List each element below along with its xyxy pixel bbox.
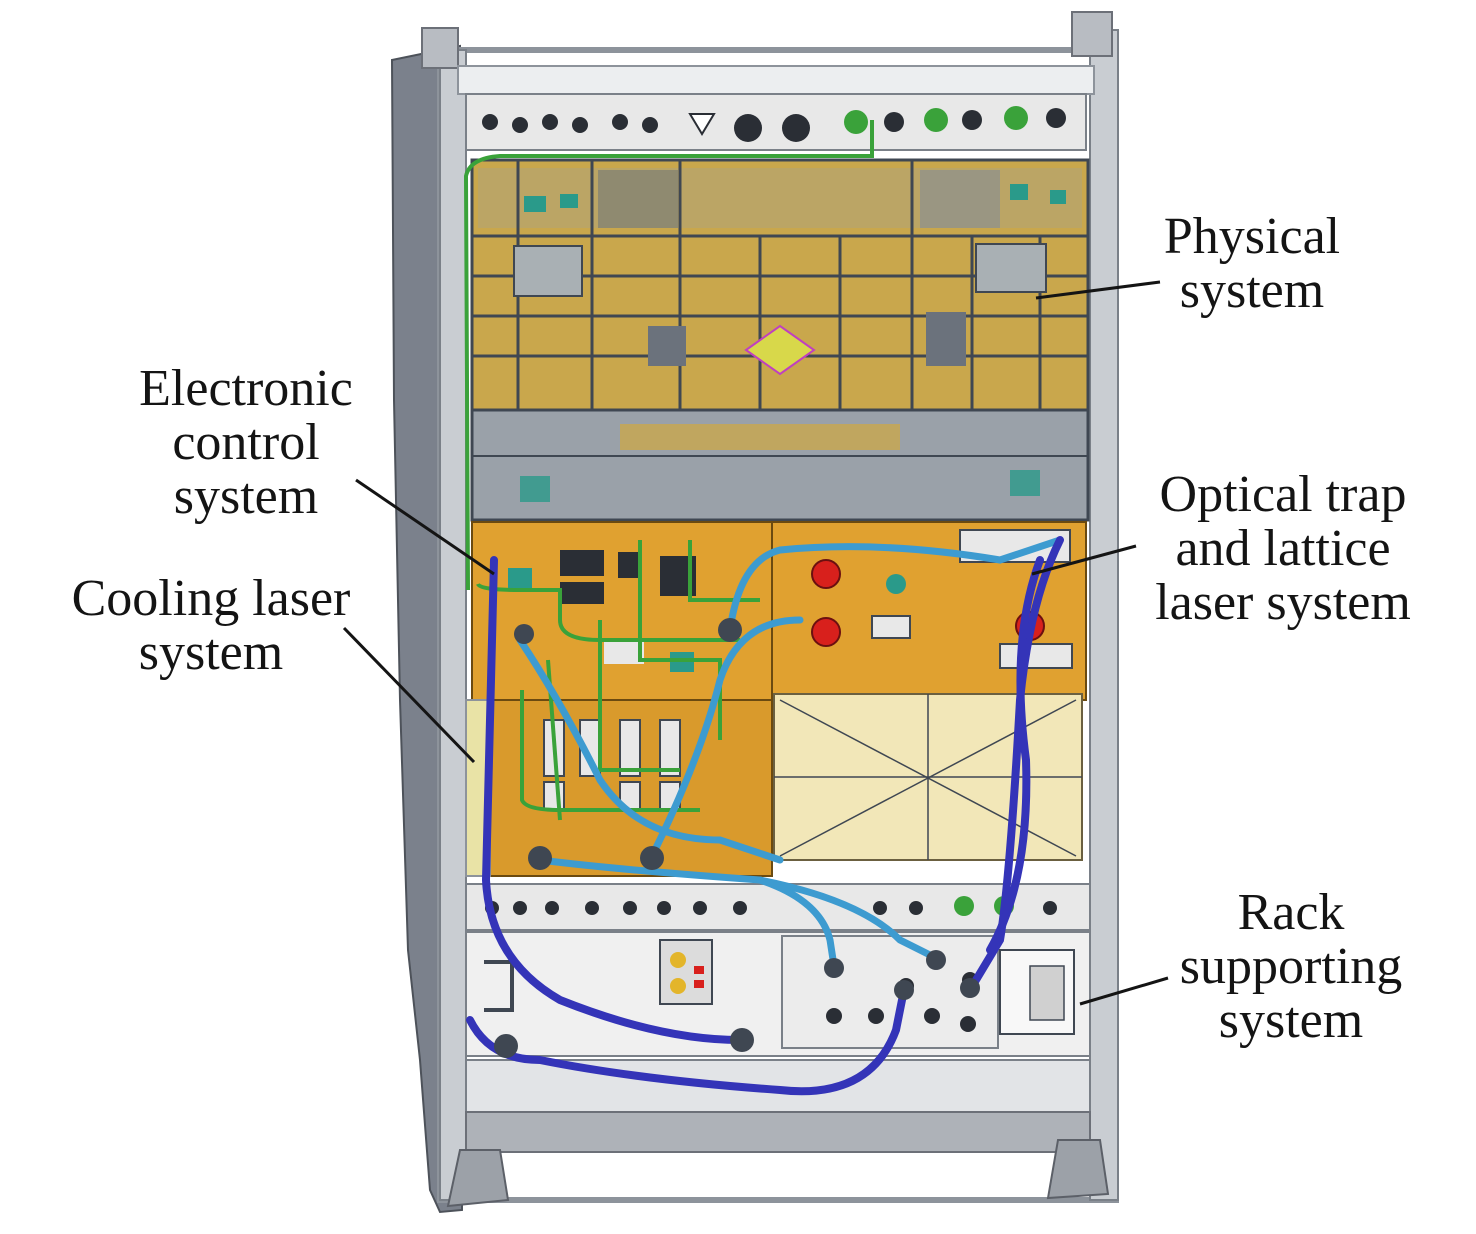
label-physical-line1: Physical <box>1163 208 1341 265</box>
rack-top-bracket-left <box>421 27 459 69</box>
label-electronic-line2: control <box>172 414 320 471</box>
label-rack-line1: Rack <box>1237 884 1345 941</box>
rack-foot-left <box>446 1149 510 1208</box>
electronic-control-teal-box <box>508 568 532 588</box>
yellow-indicator-2 <box>670 978 686 994</box>
cable-connectors <box>494 618 980 1058</box>
leader-physical <box>1035 280 1161 300</box>
rack-power-box <box>659 939 713 1005</box>
leader-lines <box>342 280 1169 1006</box>
leader-electronic <box>355 478 495 576</box>
teal-knob <box>886 574 906 594</box>
label-rack-line2: supporting <box>1179 938 1403 995</box>
rack-base-beam <box>465 1111 1091 1153</box>
green-cables <box>463 120 874 821</box>
label-cooling-line2: system <box>138 624 284 681</box>
optical-trap-switch-bank <box>999 643 1073 669</box>
rack-connector-strip <box>465 883 1091 931</box>
label-cooling-line1: Cooling laser <box>71 570 351 627</box>
label-cooling-laser-system: Cooling laser system <box>56 572 366 680</box>
physical-system-modules <box>513 170 1066 376</box>
label-rack-line3: system <box>1218 992 1364 1049</box>
yellow-indicator-1 <box>670 952 686 968</box>
label-electronic-line3: system <box>173 468 319 525</box>
label-rack-supporting-system: Rack supporting system <box>1166 886 1416 1048</box>
label-optical-line1: Optical trap <box>1159 466 1407 523</box>
red-indicator-2 <box>694 980 704 988</box>
rack-handle <box>484 960 514 1012</box>
red-knob-1 <box>811 559 841 589</box>
leader-cooling <box>342 626 476 764</box>
rack-left-post <box>439 49 467 1201</box>
label-physical-line2: system <box>1179 262 1325 319</box>
label-optical-trap-lattice-laser-system: Optical trap and lattice laser system <box>1138 468 1428 630</box>
label-physical-system: Physical system <box>1152 210 1352 318</box>
top-connector-panel <box>465 93 1087 151</box>
red-knob-2 <box>811 617 841 647</box>
cooling-laser-switches <box>543 719 681 811</box>
rack-top-rail <box>457 65 1095 95</box>
label-optical-line2: and lattice <box>1175 520 1391 577</box>
label-electronic-line1: Electronic <box>139 360 353 417</box>
electronic-control-panel <box>471 521 773 701</box>
warning-triangle-icon <box>688 113 716 136</box>
top-connectors <box>482 106 1066 142</box>
leader-rack <box>1079 976 1169 1006</box>
cyan-cables <box>516 536 1064 970</box>
rack-top-bracket-right <box>1071 11 1113 57</box>
leader-optical <box>1031 544 1137 576</box>
rack-right-post <box>1089 29 1119 1201</box>
label-electronic-control-system: Electronic control system <box>126 362 366 524</box>
rack-foot-right <box>1046 1139 1110 1200</box>
red-indicator-1 <box>694 966 704 974</box>
label-optical-line3: laser system <box>1155 574 1411 631</box>
